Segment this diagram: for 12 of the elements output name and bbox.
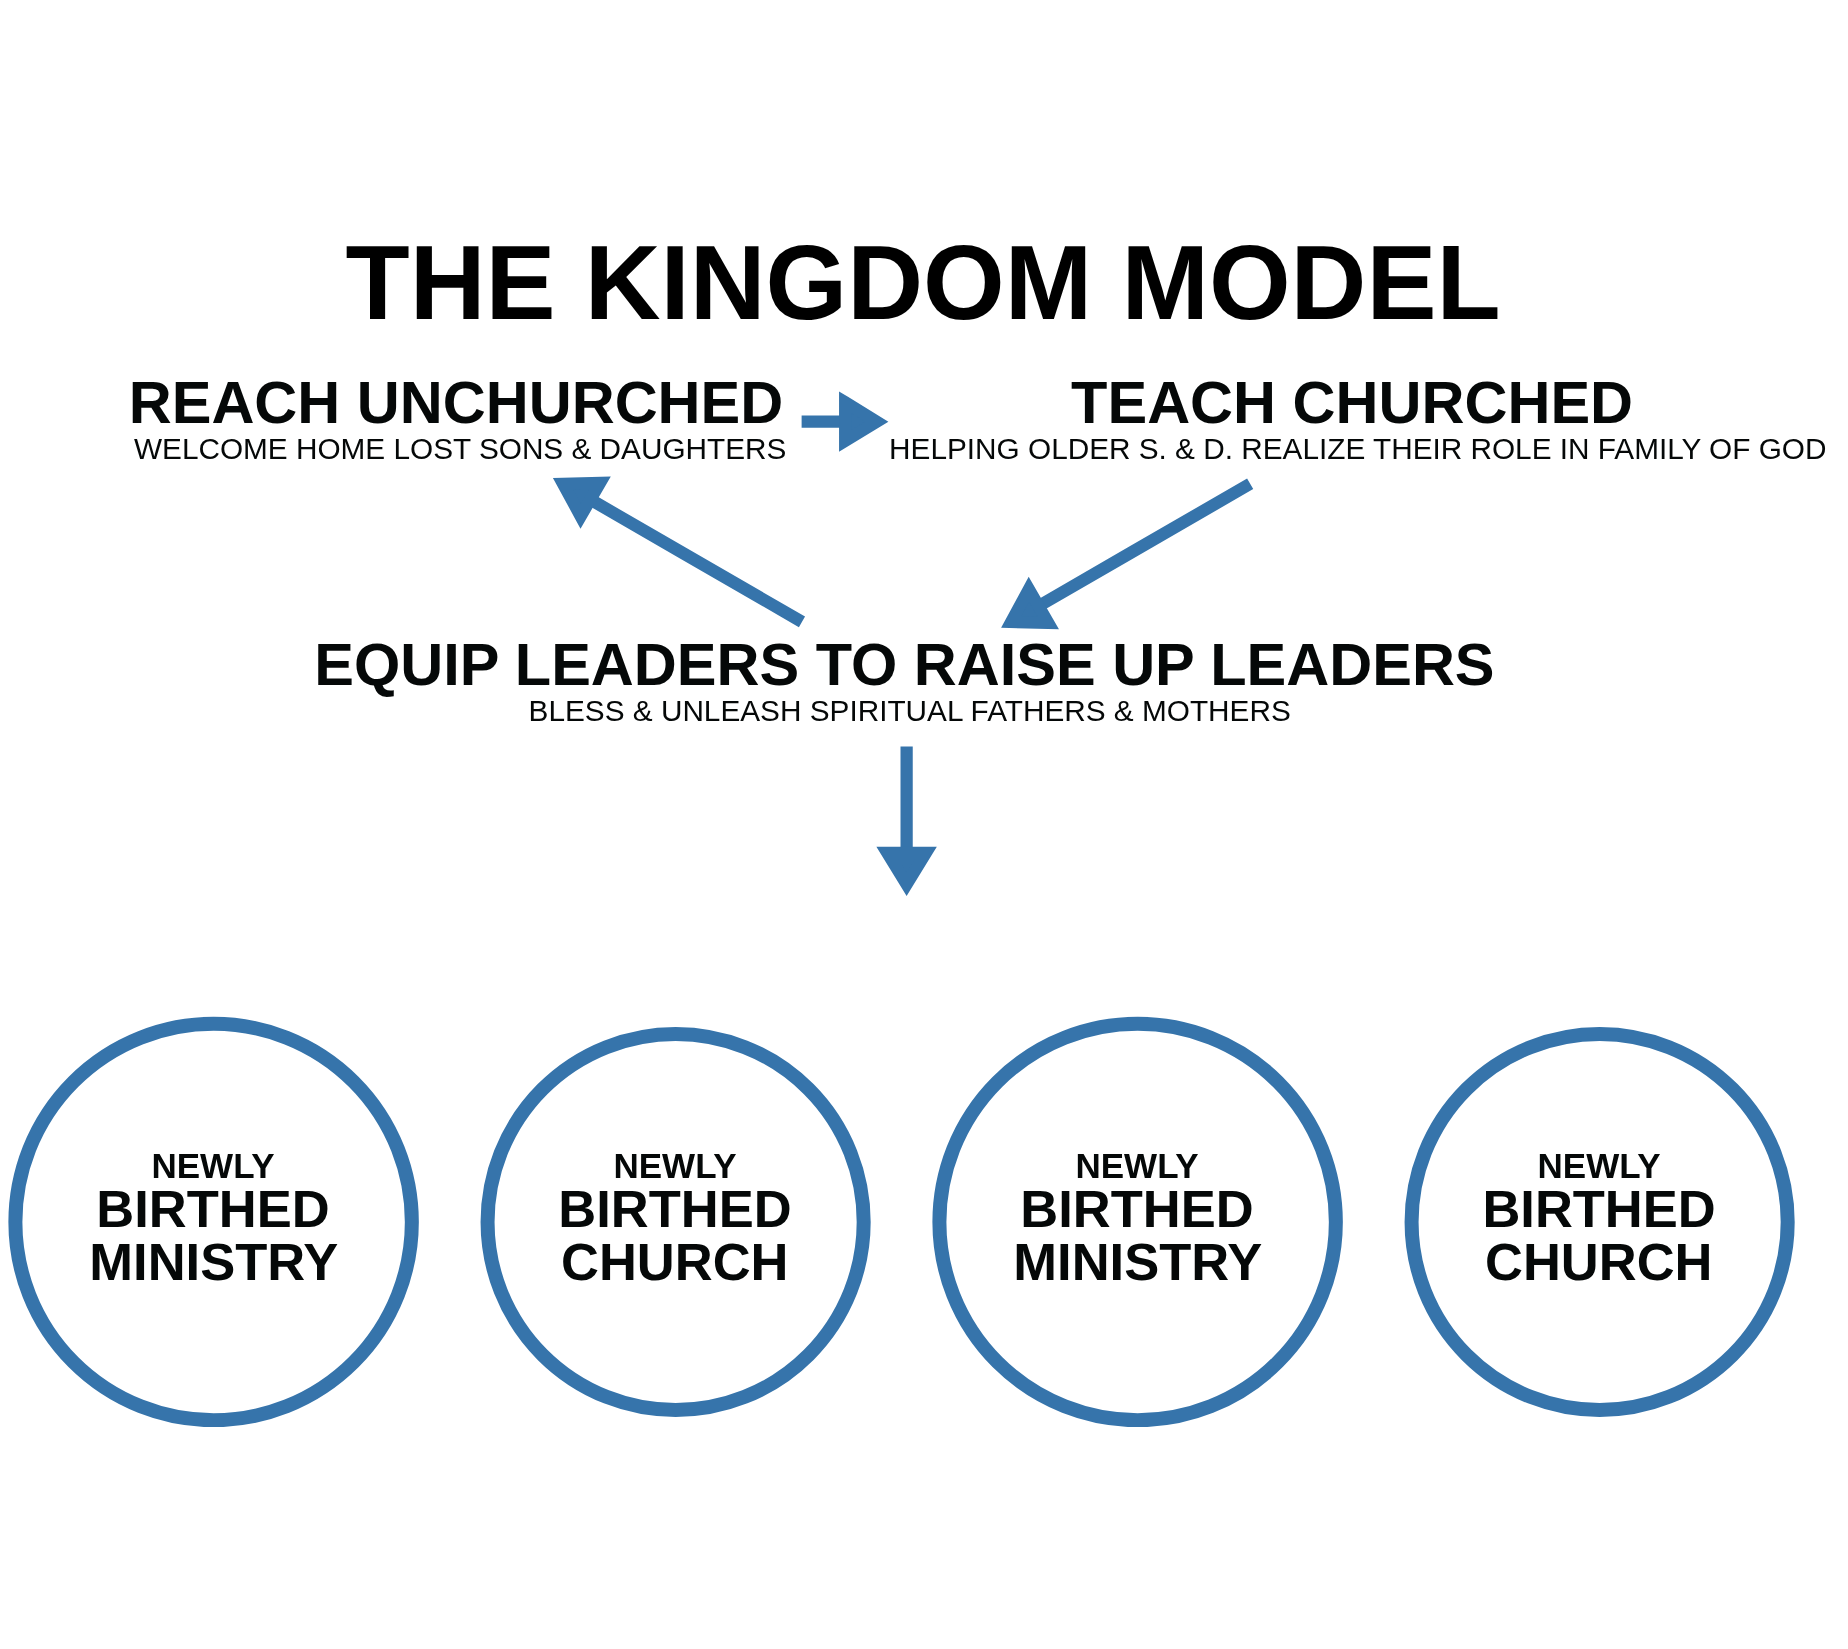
node-text: REACH UNCHURCHED WELCOME HOME LOST SONS & DAUGHTERS xyxy=(128,368,787,465)
node-text: EQUIP LEADERS TO RAISE UP LEADERS BLESS & UNLEASH SPIRITUAL FATHERS & MOTHERS xyxy=(314,630,1495,727)
arrow xyxy=(876,746,937,896)
arrow xyxy=(552,475,806,627)
arrow xyxy=(801,390,889,452)
diagram-title: THE KINGDOM MODEL xyxy=(345,223,1501,341)
arrow xyxy=(1001,477,1254,629)
node-circle: NEWLY BIRTHED MINISTRY xyxy=(932,1016,1343,1427)
node-circle: NEWLY BIRTHED MINISTRY xyxy=(8,1016,419,1427)
node-circle: NEWLY BIRTHED CHURCH xyxy=(480,1026,871,1417)
node-text: TEACH CHURCHED HELPING OLDER S. & D. REALIZE THEIR ROLE IN FAMILY OF GOD xyxy=(889,368,1827,465)
node-circle: NEWLY BIRTHED CHURCH xyxy=(1404,1026,1795,1417)
